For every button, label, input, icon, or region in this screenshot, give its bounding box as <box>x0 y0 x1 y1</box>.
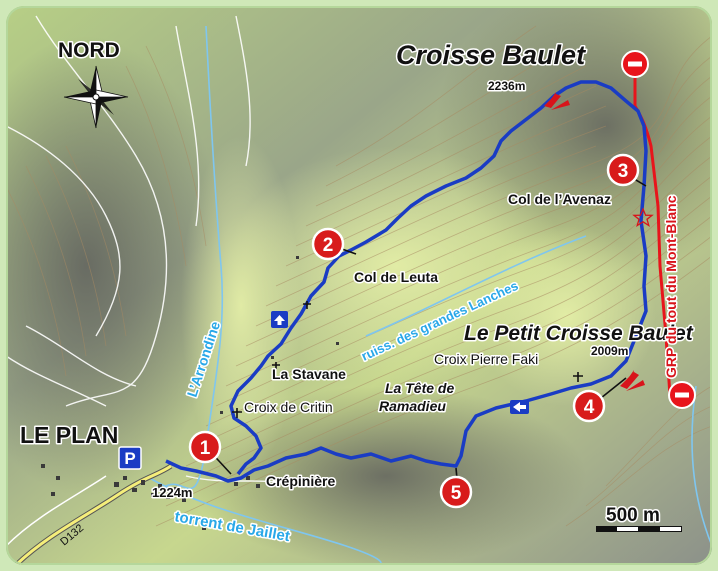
direction-arrow-north <box>271 311 288 328</box>
terrain-shade-west <box>6 36 226 496</box>
white-tracks <box>6 15 307 487</box>
no-entry-sign-bottom <box>668 381 696 409</box>
summit-secondary-altitude: 2009m <box>591 344 628 358</box>
waypoint-5[interactable]: 5 <box>439 475 473 509</box>
waypoint-1-number: 1 <box>200 438 211 459</box>
summit-secondary-name: Le Petit Croisse Baulet <box>464 322 694 345</box>
waypoint-1[interactable]: 1 <box>188 430 222 464</box>
waypoint-5-number: 5 <box>451 483 462 504</box>
waypoint-2[interactable]: 2 <box>311 227 345 261</box>
waypoint-3-number: 3 <box>618 161 629 182</box>
place-la-tete-de: La Tête de <box>385 380 454 396</box>
place-la-stavane: La Stavane <box>272 366 346 382</box>
scale-label: 500 m <box>606 505 660 526</box>
waypoint-4[interactable]: 4 <box>572 389 606 423</box>
parking-icon: P <box>118 446 142 470</box>
direction-arrow-west <box>510 400 529 414</box>
north-label: NORD <box>58 39 120 62</box>
cross-markers <box>232 301 583 418</box>
place-col-de-l-avenaz: Col de l’Avenaz <box>508 191 611 207</box>
no-entry-sign-top <box>621 50 649 78</box>
village-altitude: 1224m <box>152 485 192 500</box>
summit-marker-main <box>544 92 570 110</box>
village-buildings <box>41 256 339 530</box>
place-croix-de-critin: Croix de Critin <box>244 399 333 415</box>
summit-main-altitude: 2236m <box>488 79 525 93</box>
waypoint-2-number: 2 <box>323 235 334 256</box>
place-col-de-leuta: Col de Leuta <box>354 269 438 285</box>
scale-bar <box>596 526 682 532</box>
streams <box>145 25 712 565</box>
col-star-icon <box>632 207 654 227</box>
summit-main-name: Croisse Baulet <box>396 40 586 70</box>
summit-marker-petit <box>620 370 645 391</box>
parking-symbol: P <box>124 449 135 468</box>
hiking-map[interactable]: 1 2 3 4 5 NORD Croisse Baulet 2236m Le P… <box>6 6 712 565</box>
map-frame: 1 2 3 4 5 NORD Croisse Baulet 2236m Le P… <box>6 6 712 565</box>
grp-trail-label: GRP du tout du Mont-Blanc <box>663 195 679 378</box>
map-border <box>6 6 712 565</box>
terrain-light-west <box>181 136 301 476</box>
hiking-route[interactable] <box>165 80 648 483</box>
waypoint-4-number: 4 <box>584 397 595 418</box>
place-ramadieu: Ramadieu <box>379 398 446 414</box>
terrain-shade-south <box>186 386 586 565</box>
place-crepiniere: Crépinière <box>266 473 335 489</box>
place-croix-pierre-faki: Croix Pierre Faki <box>434 351 538 367</box>
village-name: LE PLAN <box>20 422 118 448</box>
waypoint-3[interactable]: 3 <box>606 153 640 187</box>
road-d132 <box>6 463 173 565</box>
compass-rose-icon <box>63 65 129 129</box>
